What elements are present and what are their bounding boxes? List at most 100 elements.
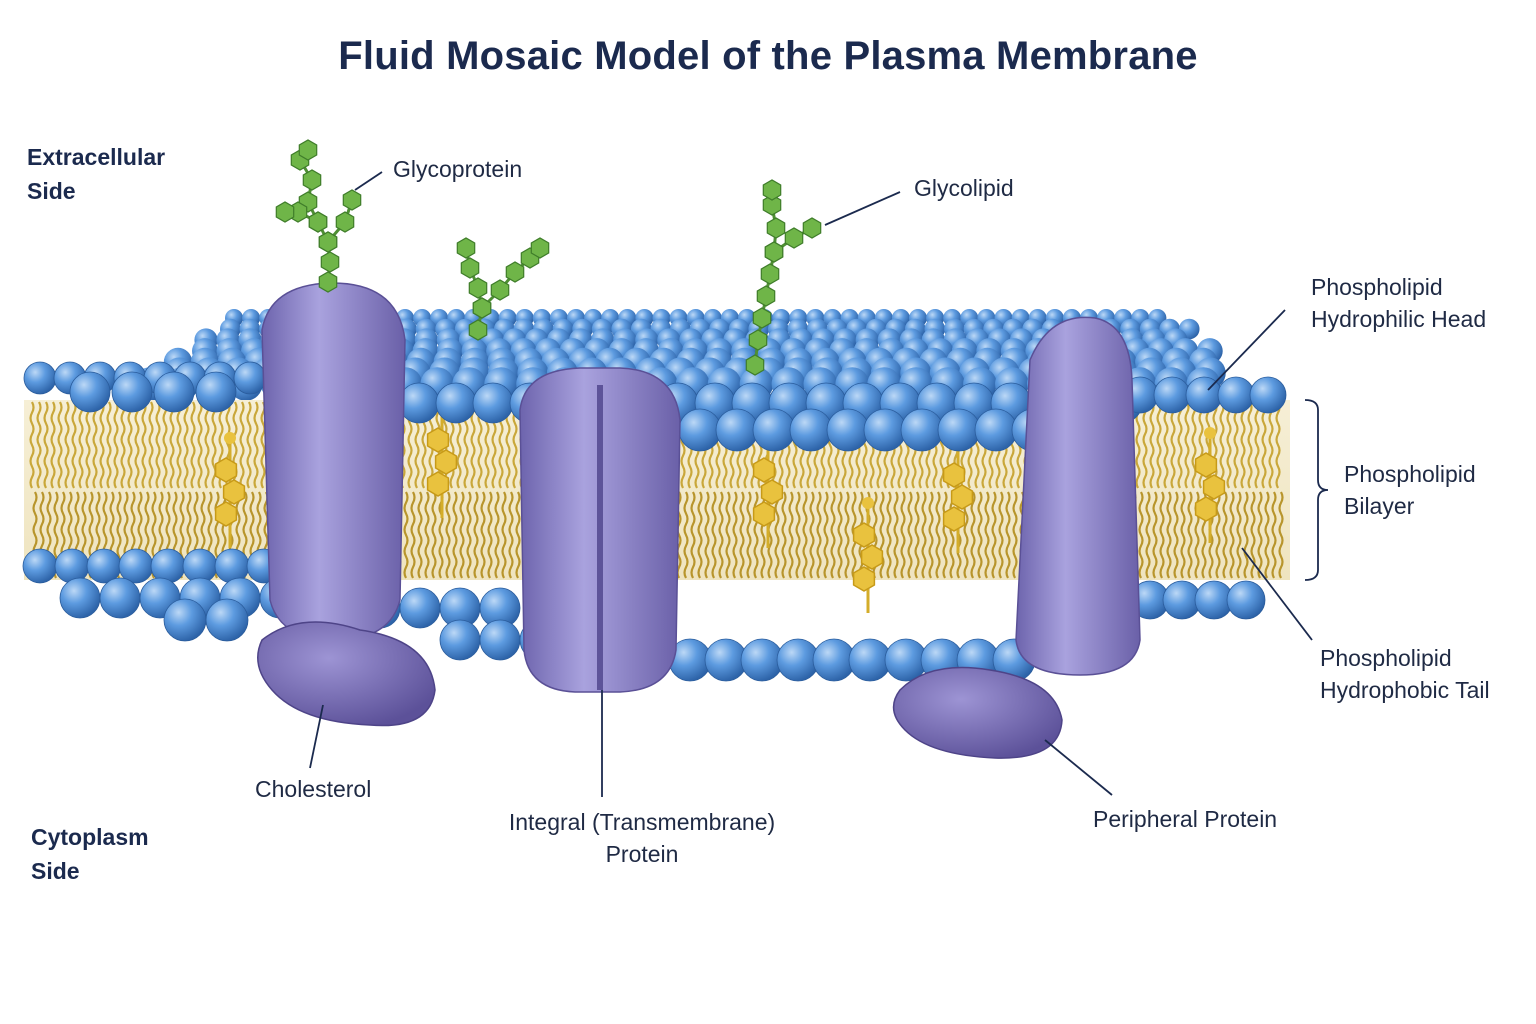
center-glycolipid-branch-unit [472, 297, 492, 319]
lower-tail [1229, 491, 1235, 579]
glycoprotein-channel [261, 282, 406, 641]
lower-tail [830, 491, 836, 579]
lower-tail [816, 491, 822, 579]
lower-tail [417, 491, 423, 579]
label-hydrophilic-head: Phospholipid Hydrophilic Head [1311, 271, 1486, 335]
lower-middle-front-head [479, 619, 521, 661]
glycolipid-sugar-unit [748, 329, 768, 351]
lower-tail [774, 491, 780, 579]
upper-front-head-low [974, 408, 1018, 452]
cholesterol-ring [426, 427, 450, 453]
center-glycolipid-sugar-unit [456, 237, 476, 259]
upper-tail [1254, 401, 1260, 489]
lower-tail [1159, 491, 1165, 579]
cholesterol-ring [752, 501, 776, 527]
lower-tail [410, 491, 416, 579]
upper-tail [1268, 401, 1274, 489]
lower-tail [1243, 491, 1249, 579]
extracellular-line-1: Extracellular [27, 144, 166, 170]
lower-tail [494, 491, 500, 579]
label-glycoprotein: Glycoprotein [393, 156, 523, 182]
lower-tail [501, 491, 507, 579]
proteins [257, 282, 1141, 759]
upper-tail [253, 401, 259, 489]
cholesterol-ring [434, 449, 458, 475]
cholesterol-ring [214, 501, 238, 527]
lower-tail [788, 491, 794, 579]
right-transmembrane-protein [1015, 316, 1141, 676]
cholesterol-molecules [214, 402, 1226, 613]
upper-tail [106, 401, 112, 489]
upper-tail [1163, 401, 1169, 489]
glycolipid-sugar-unit [762, 179, 782, 201]
hydrophobic-tail-line-2: Hydrophobic Tail [1320, 677, 1490, 703]
lower-tail [1005, 491, 1011, 579]
extracellular-line-2: Side [27, 178, 76, 204]
lower-left-head [59, 577, 101, 619]
lower-tail [515, 491, 521, 579]
upper-left-front-head [195, 371, 237, 413]
lower-tail [487, 491, 493, 579]
glycolipid-branch-unit [784, 227, 804, 249]
glycolipid-sugar-unit [766, 217, 786, 239]
lower-tail [823, 491, 829, 579]
lower-tail [1166, 491, 1172, 579]
upper-tail [239, 401, 245, 489]
upper-front-head-low [678, 408, 722, 452]
cholesterol-ring [1194, 452, 1218, 478]
lower-tail [935, 491, 941, 579]
hydrophilic-head-line-2: Hydrophilic Head [1311, 306, 1487, 332]
upper-tail [99, 401, 105, 489]
cholesterol-ring [1202, 474, 1226, 500]
label-cholesterol: Cholesterol [255, 776, 372, 802]
lower-tail [914, 491, 920, 579]
upper-tail [1261, 401, 1267, 489]
upper-tail [1247, 401, 1253, 489]
upper-right-head [1249, 376, 1287, 414]
glycoprotein-sugar-unit [318, 271, 338, 293]
upper-tail [50, 401, 56, 489]
lower-tail [746, 491, 752, 579]
upper-tail [246, 401, 252, 489]
hydrophilic-head-line-1: Phospholipid [1311, 274, 1443, 300]
lower-tail [921, 491, 927, 579]
lower-tail [1271, 491, 1277, 579]
lower-tail [837, 491, 843, 579]
lower-tail [970, 491, 976, 579]
lower-tail [879, 491, 885, 579]
cholesterol-ring [852, 566, 876, 592]
lower-tail [977, 491, 983, 579]
upper-front-head [435, 382, 477, 424]
upper-tail [1184, 401, 1190, 489]
lower-left-back-head [86, 548, 122, 584]
glycolipid-leader [824, 191, 901, 226]
lower-left-back-head [22, 548, 58, 584]
cholesterol-head [1204, 427, 1216, 439]
lower-tail [711, 491, 717, 579]
cholesterol-head [224, 432, 236, 444]
upper-tail [169, 401, 175, 489]
lower-tail [732, 491, 738, 579]
lower-tail [1173, 491, 1179, 579]
center-glycolipid-sugar-unit [460, 257, 480, 279]
lower-tail [753, 491, 759, 579]
lower-tail [942, 491, 948, 579]
cholesterol-ring [950, 484, 974, 510]
glycoprotein-sugar-unit [302, 169, 322, 191]
label-glycolipid: Glycolipid [914, 175, 1014, 201]
lower-tail [893, 491, 899, 579]
lower-tail [991, 491, 997, 579]
upper-front-head-low [752, 408, 796, 452]
upper-front-head-low [863, 408, 907, 452]
lower-tail [739, 491, 745, 579]
cytoplasm-line-2: Side [31, 858, 80, 884]
label-hydrophobic-tail: Phospholipid Hydrophobic Tail [1320, 642, 1490, 706]
cholesterol-ring [760, 479, 784, 505]
lower-tail [452, 491, 458, 579]
upper-left-head [233, 361, 267, 395]
center-glycolipid-branch-unit [490, 279, 510, 301]
lower-tail [459, 491, 465, 579]
glycoprotein-branch-unit [342, 189, 362, 211]
upper-front-head-low [789, 408, 833, 452]
